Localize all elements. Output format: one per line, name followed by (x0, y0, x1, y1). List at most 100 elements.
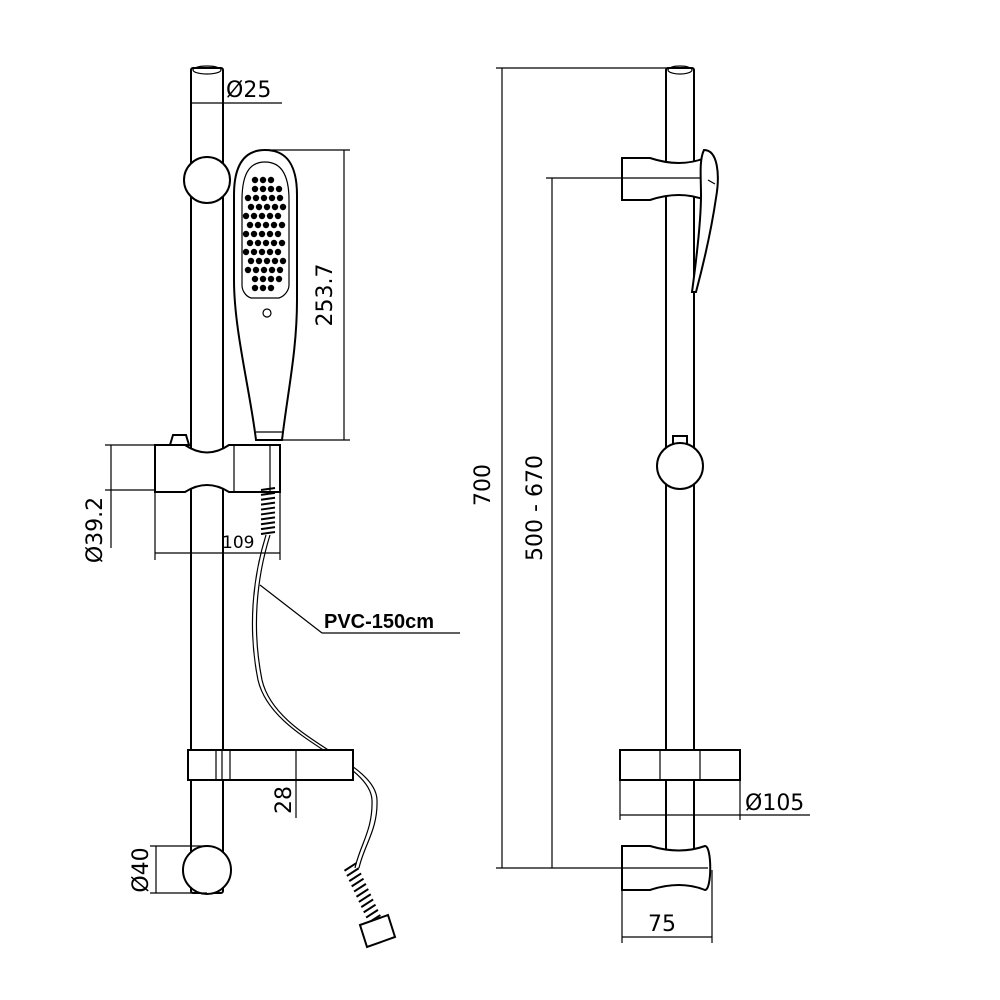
nozzle-dot (278, 239, 286, 247)
dim-soap-dish-height-label: 28 (272, 786, 297, 814)
dim-soap-dish-height: 28 (272, 750, 297, 818)
dim-rail-diameter-label: Ø25 (226, 78, 271, 103)
spring-coil (260, 506, 276, 511)
nozzle-dot (268, 266, 276, 274)
spring-coil (360, 898, 374, 908)
nozzle-dot (255, 257, 263, 265)
nozzle-dot (271, 257, 279, 265)
side-soap-dish (619, 749, 741, 781)
dim-soap-dish-diameter: Ø105 (619, 780, 810, 820)
nozzle-dot (251, 275, 259, 283)
nozzle-dot (275, 275, 283, 283)
dim-soap-dish-diameter-label: Ø105 (745, 791, 804, 816)
nozzle-dot (276, 194, 284, 202)
spring-coil (351, 877, 365, 888)
nozzle-dot (246, 221, 254, 229)
spring-coil (260, 521, 276, 526)
spring-coil (346, 867, 360, 877)
spring-coil (260, 531, 276, 535)
spring-coil (363, 903, 377, 914)
dim-slider-reach-label: 109 (222, 533, 254, 553)
dim-handshower-length-label: 253.7 (313, 264, 338, 327)
side-hand-shower (690, 148, 719, 293)
nozzle-dot (242, 230, 250, 238)
nozzle-dot (255, 203, 263, 211)
nozzle-dot (267, 176, 275, 184)
dim-slider-diameter-label: Ø39.2 (83, 497, 108, 563)
front-slider (154, 434, 281, 493)
nozzle-grid (242, 176, 287, 292)
nozzle-dot (258, 230, 266, 238)
spring-coil (260, 487, 276, 491)
spring-coil (343, 862, 357, 872)
nozzle-dot (254, 221, 262, 229)
hose-nut (358, 913, 397, 949)
spring-coil (260, 491, 276, 496)
nozzle-dot (263, 203, 271, 211)
nozzle-dot (263, 257, 271, 265)
dim-slider-reach: 109 (154, 492, 281, 560)
nozzle-dot (274, 212, 282, 220)
nozzle-dot (262, 221, 270, 229)
nozzle-dot (258, 248, 266, 256)
dim-slider-diameter: Ø39.2 (83, 444, 155, 563)
dim-bracket-diameter-label: Ø40 (129, 847, 154, 892)
nozzle-dot (250, 248, 258, 256)
nozzle-dot (247, 203, 255, 211)
nozzle-dot (251, 176, 259, 184)
nozzle-dot (279, 257, 287, 265)
spring-coil (348, 872, 362, 882)
hose-spring-top (260, 487, 276, 535)
spring-coil (353, 883, 367, 893)
hose-callout-label: PVC-150cm (324, 611, 434, 633)
hose-spring-bottom (343, 862, 381, 924)
nozzle-dot (274, 230, 282, 238)
nozzle-dot (258, 212, 266, 220)
nozzle-dot (259, 284, 267, 292)
dim-bracket-diameter: Ø40 (129, 845, 207, 894)
dim-total-height-label: 700 (471, 464, 496, 506)
side-slider (656, 435, 704, 490)
nozzle-dot (276, 266, 284, 274)
nozzle-dot (244, 194, 252, 202)
dim-wall-projection: 75 (621, 870, 713, 943)
nozzle-dot (267, 275, 275, 283)
nozzle-dot (259, 275, 267, 283)
side-view: 700 500 - 670 Ø105 75 (471, 65, 810, 943)
nozzle-dot (267, 185, 275, 193)
nozzle-dot (247, 257, 255, 265)
nozzle-dot (244, 266, 252, 274)
spring-coil (355, 888, 369, 898)
hose-callout: PVC-150cm (259, 584, 460, 634)
spring-coil (260, 516, 276, 521)
nozzle-dot (259, 176, 267, 184)
front-bottom-bracket (182, 845, 232, 895)
nozzle-dot (251, 284, 259, 292)
nozzle-dot (262, 239, 270, 247)
side-bottom-bracket (621, 844, 712, 892)
front-hand-shower (233, 148, 298, 441)
nozzle-dot (268, 194, 276, 202)
spring-coil (260, 511, 276, 516)
dim-wall-projection-label: 75 (648, 912, 676, 937)
nozzle-dot (278, 221, 286, 229)
nozzle-dot (246, 239, 254, 247)
spring-coil (365, 909, 379, 919)
nozzle-dot (275, 185, 283, 193)
nozzle-dot (274, 248, 282, 256)
spring-coil (358, 893, 372, 903)
spray-button (262, 308, 272, 318)
nozzle-dot (252, 266, 260, 274)
nozzle-dot (266, 248, 274, 256)
spring-coil (260, 496, 276, 501)
front-soap-dish (187, 749, 354, 781)
nozzle-dot (259, 185, 267, 193)
front-top-bracket (183, 156, 231, 204)
nozzle-dot (271, 203, 279, 211)
nozzle-dot (250, 230, 258, 238)
nozzle-dot (250, 212, 258, 220)
nozzle-dot (270, 221, 278, 229)
shower-hose (251, 534, 373, 869)
nozzle-dot (267, 284, 275, 292)
